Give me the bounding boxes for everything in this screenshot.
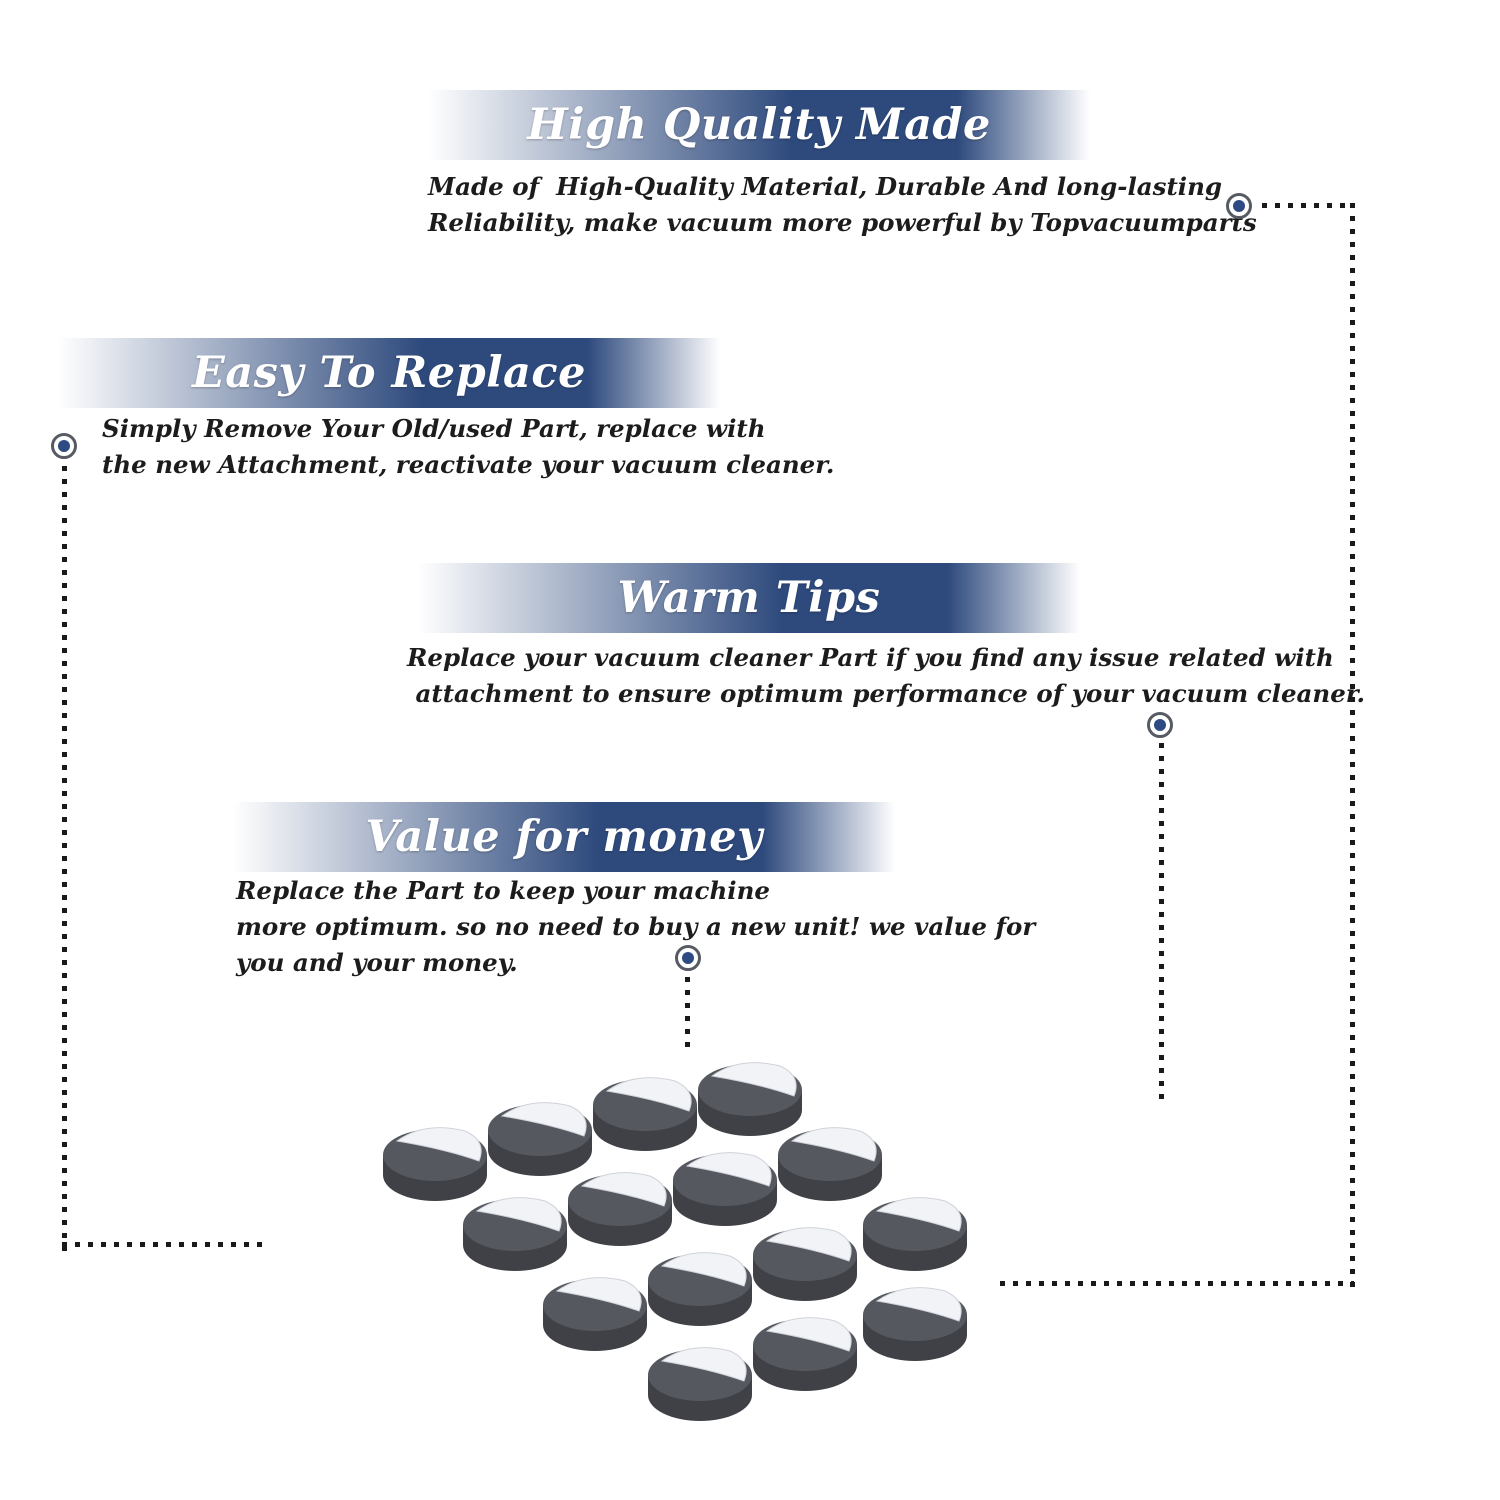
section-description: Made of High-Quality Material, Durable A… (428, 169, 1257, 241)
banner-high-quality-made: High Quality Made (428, 90, 1090, 160)
foam-pad (593, 1077, 697, 1151)
banner-easy-to-replace: Easy To Replace (58, 338, 720, 408)
description-line: the new Attachment, reactivate your vacu… (102, 450, 835, 479)
foam-pad (383, 1127, 487, 1201)
section-description: Replace the Part to keep your machine mo… (236, 873, 1035, 981)
foam-pad (698, 1062, 802, 1136)
foam-filter-pads-icon (383, 1062, 967, 1421)
dotted-connector (1000, 1281, 1354, 1286)
section-title: Warm Tips (617, 573, 881, 623)
foam-pad (863, 1197, 967, 1271)
description-line: more optimum. so no need to buy a new un… (236, 912, 1036, 941)
foam-pad (648, 1252, 752, 1326)
foam-pad (488, 1102, 592, 1176)
foam-pad (753, 1227, 857, 1301)
section-description: Simply Remove Your Old/used Part, replac… (102, 411, 834, 483)
foam-pad (778, 1127, 882, 1201)
foam-pad (753, 1317, 857, 1391)
dotted-connector (1350, 203, 1355, 1288)
dotted-connector (62, 1242, 262, 1247)
description-line: attachment to ensure optimum performance… (407, 679, 1366, 708)
section-title: High Quality Made (527, 100, 991, 150)
description-line: Replace your vacuum cleaner Part if you … (407, 643, 1334, 672)
dotted-connector (685, 977, 690, 1052)
foam-pad (543, 1277, 647, 1351)
description-line: Made of High-Quality Material, Durable A… (428, 172, 1223, 201)
foam-pad (568, 1172, 672, 1246)
dotted-connector (1262, 203, 1354, 208)
banner-value-for-money: Value for money (233, 802, 895, 872)
dotted-connector (62, 466, 67, 1251)
banner-warm-tips: Warm Tips (418, 563, 1080, 633)
description-line: you and your money. (236, 948, 518, 977)
foam-pad (648, 1347, 752, 1421)
foam-pad (673, 1152, 777, 1226)
target-marker-icon (1147, 712, 1173, 738)
section-description: Replace your vacuum cleaner Part if you … (407, 640, 1365, 712)
description-line: Replace the Part to keep your machine (236, 876, 770, 905)
dotted-connector (1159, 743, 1164, 1105)
description-line: Simply Remove Your Old/used Part, replac… (102, 414, 766, 443)
foam-pad (863, 1287, 967, 1361)
target-marker-icon (675, 945, 701, 971)
target-marker-icon (1226, 193, 1252, 219)
target-marker-icon (51, 433, 77, 459)
foam-pad (463, 1197, 567, 1271)
section-title: Value for money (365, 812, 763, 862)
section-title: Easy To Replace (192, 348, 586, 398)
description-line: Reliability, make vacuum more powerful b… (428, 208, 1257, 237)
